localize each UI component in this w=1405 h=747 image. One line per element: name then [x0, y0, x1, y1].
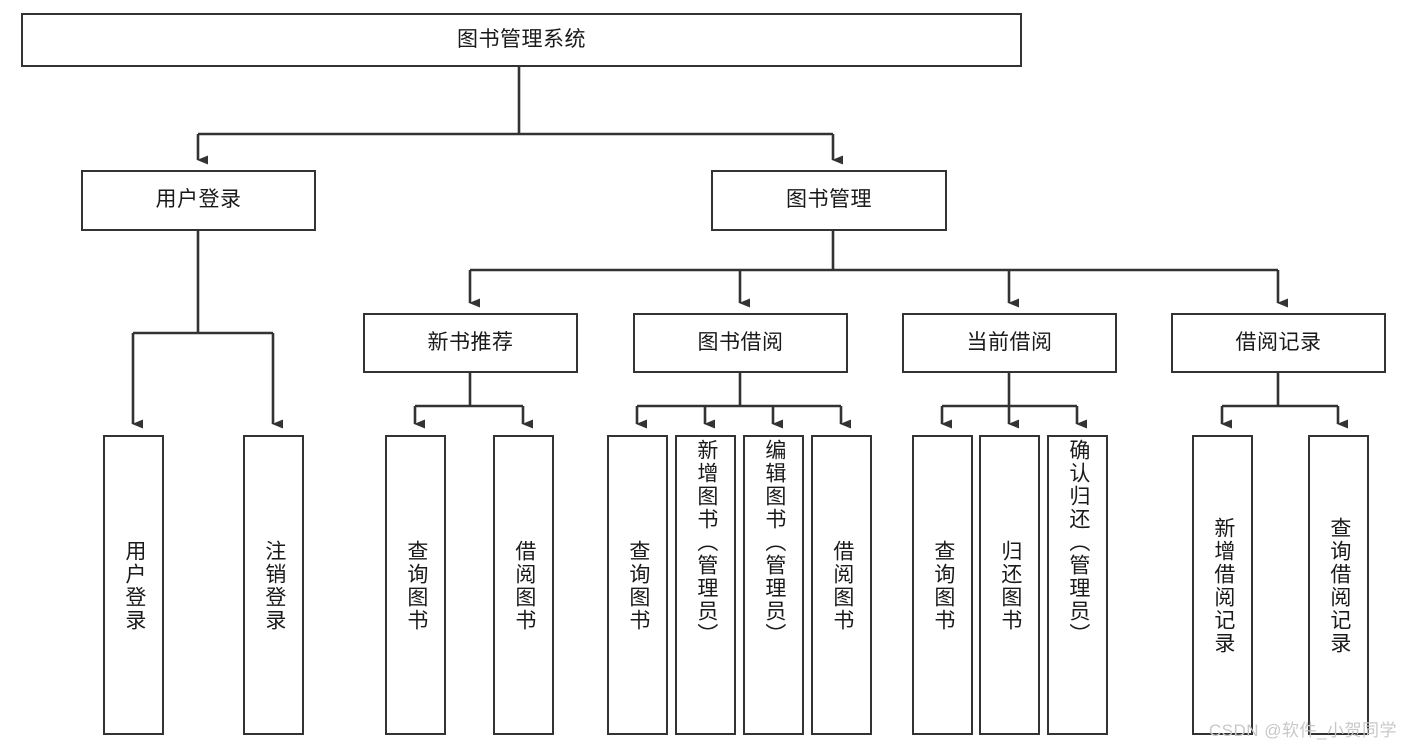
- node-book-borrow[interactable]: 图书借阅: [633, 313, 848, 373]
- node-root-label: 图书管理系统: [457, 27, 586, 51]
- node-leaf-logout-label: 注销登录: [262, 540, 286, 632]
- node-leaf-confirm-return-label: 确认归还（管理员）: [1066, 439, 1090, 646]
- node-leaf-user-login[interactable]: 用户登录: [103, 435, 164, 735]
- node-leaf-borrow-book-2[interactable]: 借阅图书: [811, 435, 872, 735]
- node-new-book-recommend-label: 新书推荐: [427, 330, 514, 354]
- node-leaf-borrow-book-1[interactable]: 借阅图书: [493, 435, 554, 735]
- node-leaf-query-record[interactable]: 查询借阅记录: [1308, 435, 1369, 735]
- node-book-manage[interactable]: 图书管理: [711, 170, 947, 231]
- node-leaf-logout[interactable]: 注销登录: [243, 435, 304, 735]
- node-leaf-add-book[interactable]: 新增图书（管理员）: [675, 435, 736, 735]
- node-book-borrow-label: 图书借阅: [697, 330, 784, 354]
- node-leaf-query-book-1[interactable]: 查询图书: [385, 435, 446, 735]
- node-root[interactable]: 图书管理系统: [21, 13, 1022, 67]
- node-borrow-record-label: 借阅记录: [1235, 330, 1322, 354]
- node-current-borrow[interactable]: 当前借阅: [902, 313, 1117, 373]
- node-leaf-add-record-label: 新增借阅记录: [1211, 517, 1235, 655]
- watermark-text: CSDN @软件_小贺同学: [1208, 721, 1397, 740]
- node-leaf-query-book-2[interactable]: 查询图书: [607, 435, 668, 735]
- node-leaf-borrow-book-1-label: 借阅图书: [512, 540, 536, 632]
- node-leaf-borrow-book-2-label: 借阅图书: [830, 540, 854, 632]
- node-leaf-confirm-return[interactable]: 确认归还（管理员）: [1047, 435, 1108, 735]
- node-book-manage-label: 图书管理: [786, 188, 872, 212]
- node-leaf-user-login-label: 用户登录: [122, 540, 146, 632]
- node-new-book-recommend[interactable]: 新书推荐: [363, 313, 578, 373]
- node-leaf-query-book-3-label: 查询图书: [931, 540, 955, 632]
- node-user-login-label: 用户登录: [155, 188, 242, 212]
- node-leaf-add-record[interactable]: 新增借阅记录: [1192, 435, 1253, 735]
- node-leaf-query-book-2-label: 查询图书: [626, 540, 650, 632]
- node-leaf-edit-book[interactable]: 编辑图书（管理员）: [743, 435, 804, 735]
- node-leaf-return-book[interactable]: 归还图书: [979, 435, 1040, 735]
- node-borrow-record[interactable]: 借阅记录: [1171, 313, 1386, 373]
- node-leaf-return-book-label: 归还图书: [998, 540, 1022, 632]
- node-leaf-query-book-1-label: 查询图书: [404, 540, 428, 632]
- node-leaf-query-book-3[interactable]: 查询图书: [912, 435, 973, 735]
- node-leaf-add-book-label: 新增图书（管理员）: [694, 439, 718, 646]
- node-user-login[interactable]: 用户登录: [81, 170, 316, 231]
- node-current-borrow-label: 当前借阅: [966, 330, 1053, 354]
- node-leaf-query-record-label: 查询借阅记录: [1327, 517, 1351, 655]
- node-leaf-edit-book-label: 编辑图书（管理员）: [762, 439, 786, 646]
